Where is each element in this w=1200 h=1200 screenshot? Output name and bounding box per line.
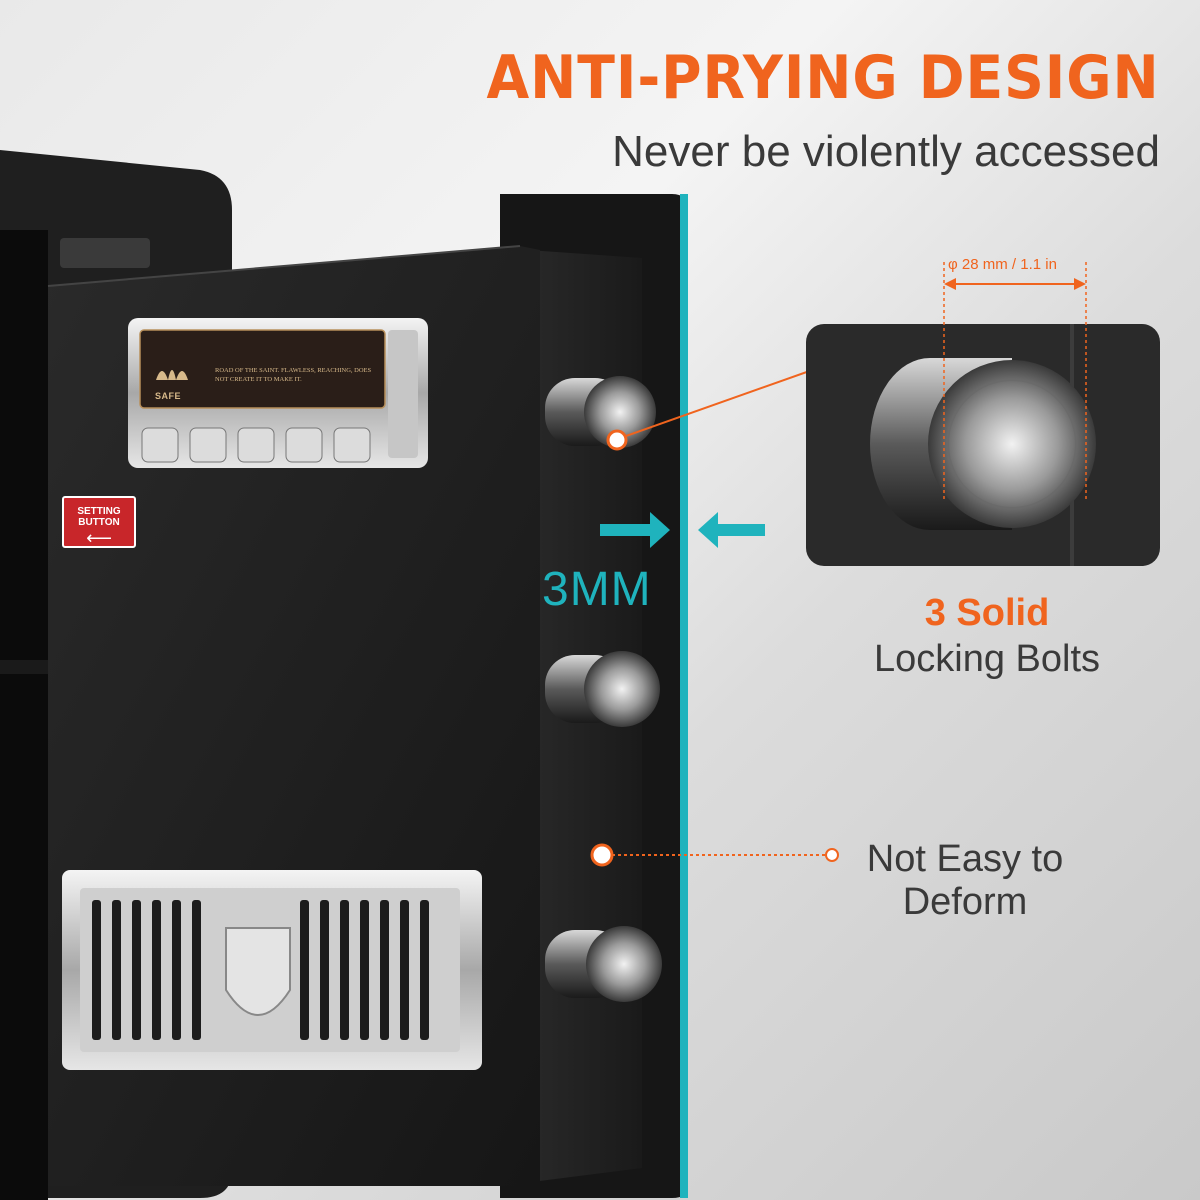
crown-icon — [156, 370, 188, 380]
bolt-count-label: 3 Solid — [924, 592, 1050, 634]
keypad-brand: SAFE — [155, 391, 182, 401]
keypad-motto: ROAD OF THE SAINT. FLAWLESS, REACHING, D… — [215, 367, 372, 384]
keypad-display — [139, 329, 386, 409]
setting-button-sticker: SETTING BUTTON ⟵ — [62, 496, 136, 548]
headline: ANTI-PRYING DESIGN — [486, 43, 1160, 113]
interior-shelf — [0, 660, 48, 674]
safe-interior — [0, 230, 48, 1200]
bolt-callout-dot — [606, 429, 628, 451]
keypad-side-grip — [388, 330, 418, 458]
sticker-label: SETTING BUTTON — [77, 506, 121, 528]
thickness-label: 3MM — [542, 563, 652, 616]
subheadline: Never be violently accessed — [612, 127, 1160, 176]
left-arrow-icon: ⟵ — [86, 528, 112, 548]
vent-slots — [92, 900, 429, 1040]
zoomed-bolt — [870, 358, 1096, 530]
locking-bolt-middle — [545, 651, 660, 727]
bolt-callout-line — [625, 367, 819, 437]
deform-callout-text: Not Easy to Deform — [840, 838, 1090, 923]
thickness-arrow-left — [698, 512, 765, 548]
door-edge-highlight — [680, 194, 688, 1198]
deform-callout-dot — [590, 843, 614, 867]
locking-bolt-bottom — [545, 926, 662, 1002]
top-hinge — [60, 238, 150, 268]
locking-bolt-top — [545, 376, 656, 448]
bolt-name-label: Locking Bolts — [873, 638, 1100, 680]
thickness-arrow-right — [600, 512, 670, 548]
keypad-buttons — [141, 427, 371, 463]
deform-line-2: Deform — [902, 880, 1028, 923]
deform-line-1: Not Easy to — [866, 838, 1064, 880]
shield-icon — [225, 927, 291, 1016]
diameter-label: φ 28 mm / 1.1 in — [948, 256, 1057, 273]
